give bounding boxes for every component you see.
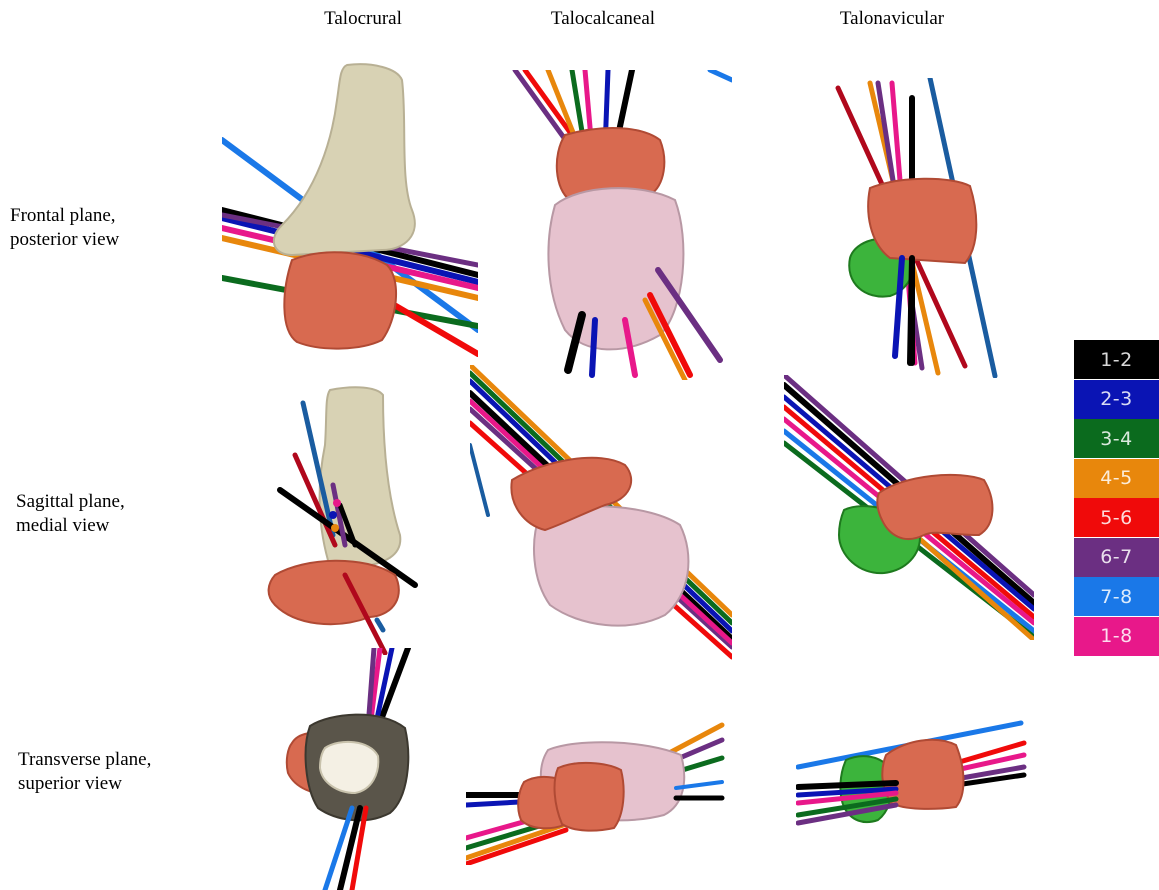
axis-1-2 <box>910 258 912 363</box>
axis-7-8 <box>377 620 383 630</box>
axis-point-marker <box>331 524 339 532</box>
legend-item-1-8: 1-8 <box>1074 617 1159 656</box>
talocrural-transverse-render <box>280 648 415 890</box>
talocalcaneal-frontal-render <box>510 70 732 380</box>
row-label-frontal: Frontal plane, posterior view <box>10 204 119 252</box>
row-label-sagittal-line1: Sagittal plane, <box>16 490 125 514</box>
tibia-bone <box>274 64 415 255</box>
talocalcaneal-transverse-render <box>466 720 732 865</box>
legend-item-4-5: 4-5 <box>1074 459 1159 498</box>
talus-bone <box>284 252 396 348</box>
row-label-frontal-line1: Frontal plane, <box>10 204 119 228</box>
legend-item-5-6: 5-6 <box>1074 498 1159 537</box>
talocalcaneal-sagittal-render <box>470 365 732 661</box>
axis-1-2 <box>798 783 896 787</box>
row-label-sagittal: Sagittal plane, medial view <box>16 490 125 538</box>
row-label-sagittal-line2: medial view <box>16 514 125 538</box>
axis-point-marker <box>333 499 341 507</box>
row-label-transverse-line2: superior view <box>18 772 151 796</box>
column-title-talocrural: Talocrural <box>263 8 463 30</box>
column-title-talocalcaneal: Talocalcaneal <box>503 8 703 30</box>
legend-item-1-2: 1-2 <box>1074 340 1159 379</box>
talonavicular-sagittal-render <box>784 375 1034 640</box>
panel-talocrural-transverse <box>280 648 415 890</box>
panel-talocalcaneal-transverse <box>466 720 732 865</box>
axis-color-legend: 1-2 2-3 3-4 4-5 5-6 6-7 7-8 1-8 <box>1074 340 1159 656</box>
panel-talocrural-frontal <box>222 60 478 358</box>
axis-point-marker <box>329 511 337 519</box>
legend-item-7-8: 7-8 <box>1074 577 1159 616</box>
talus-bone <box>868 179 976 263</box>
legend-item-2-3: 2-3 <box>1074 380 1159 419</box>
talonavicular-frontal-render <box>830 78 1002 378</box>
legend-item-3-4: 3-4 <box>1074 419 1159 458</box>
talonavicular-transverse-render <box>796 715 1028 830</box>
panel-talonavicular-sagittal <box>784 375 1034 640</box>
talus-bone <box>555 763 624 831</box>
axis-7-8 <box>470 445 488 515</box>
panel-talocalcaneal-frontal <box>510 70 732 380</box>
talocrural-sagittal-render <box>265 385 420 655</box>
panel-talonavicular-transverse <box>796 715 1028 830</box>
column-title-talonavicular: Talonavicular <box>792 8 992 30</box>
panel-talonavicular-frontal <box>830 78 1002 378</box>
talocrural-frontal-render <box>222 60 478 358</box>
row-label-transverse-line1: Transverse plane, <box>18 748 151 772</box>
panel-talocrural-sagittal <box>265 385 420 655</box>
talus-bone <box>269 561 399 624</box>
axis-7-8 <box>710 70 732 80</box>
panel-talocalcaneal-sagittal <box>470 365 732 661</box>
legend-item-6-7: 6-7 <box>1074 538 1159 577</box>
row-label-transverse: Transverse plane, superior view <box>18 748 151 796</box>
talus-bone <box>877 475 992 539</box>
row-label-frontal-line2: posterior view <box>10 228 119 252</box>
